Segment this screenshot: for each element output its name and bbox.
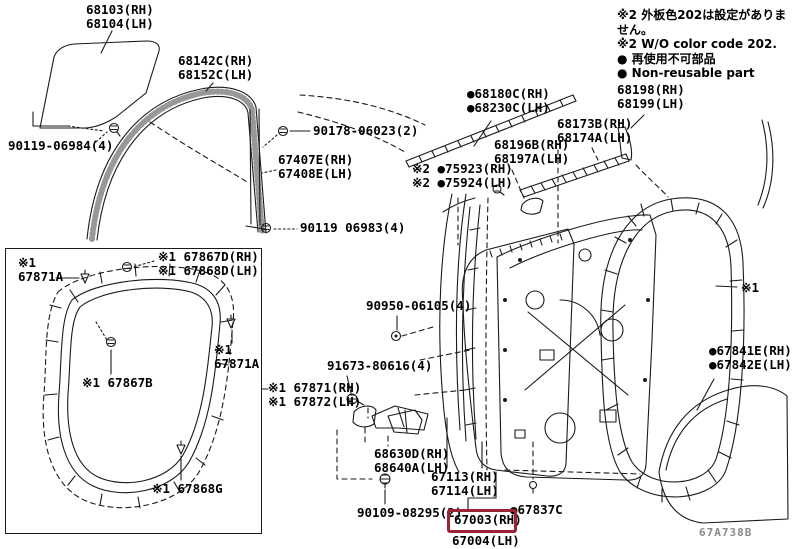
part-label-67004[interactable]: 67004(LH) — [452, 533, 520, 548]
corner-piece-drawing — [617, 114, 774, 209]
part-label-90109-08295[interactable]: 90109-08295(2) — [357, 505, 463, 520]
part-label-91673[interactable]: 91673-80616(4) — [327, 358, 433, 373]
legend-note-en-2: ● Non-reusable part — [617, 66, 755, 80]
highlight-box-67003 — [447, 509, 517, 533]
belt-molding-68173b-drawing — [519, 147, 630, 198]
leader-line — [446, 417, 483, 469]
part-label-67871[interactable]: ※1 67871(RH) ※1 67872(LH) — [268, 380, 362, 409]
part-label-68630d[interactable]: 68630D(RH) 68640A(LH) — [374, 446, 450, 475]
part-label-67841e[interactable]: ●67841E(RH) ●67842E(LH) — [709, 343, 792, 372]
part-label-90119-06984[interactable]: 90119-06984(4) — [8, 138, 114, 153]
part-label-weatherstrip-ref[interactable]: ※1 — [741, 280, 759, 295]
run-channel-drawing — [86, 82, 267, 242]
door-glass-drawing — [32, 30, 248, 183]
part-label-67868g[interactable]: ※1 67868G — [152, 481, 223, 496]
door-check-drawing — [367, 405, 429, 431]
part-label-75923[interactable]: ※2 ●75923(RH) ※2 ●75924(LH) — [412, 161, 513, 190]
part-label-67867d[interactable]: ※1 67867D(RH) ※1 67868D(LH) — [158, 249, 259, 278]
door-outer-panel-drawing — [461, 228, 575, 477]
part-label-67871a-right[interactable]: ※1 67871A — [214, 342, 260, 371]
screw-icon — [260, 222, 272, 234]
part-label-67867b[interactable]: ※1 67867B — [82, 375, 153, 390]
grommet-icon — [390, 330, 402, 342]
part-label-68198[interactable]: 68198(RH) 68199(LH) — [617, 82, 685, 111]
weatherstrip-ring-drawing — [600, 197, 745, 503]
screw-icon — [108, 122, 121, 137]
part-label-68196b[interactable]: 68196B(RH) 68197A(LH) — [494, 137, 570, 166]
part-label-67003[interactable]: 67003(RH) — [454, 512, 522, 527]
part-label-68180c[interactable]: ●68180C(RH) ●68230C(LH) — [467, 86, 550, 115]
diagram-code: 67A738B — [699, 526, 753, 539]
part-label-67407e[interactable]: 67407E(RH) 67408E(LH) — [278, 152, 354, 181]
body-quarter-drawing — [297, 94, 476, 473]
part-label-90119-06983[interactable]: 90119 06983(4) — [300, 220, 406, 235]
part-label-68173b[interactable]: 68173B(RH) 68174A(LH) — [557, 116, 633, 145]
clip-icon — [528, 480, 538, 494]
part-label-90178-06023[interactable]: 90178-06023(2) — [313, 123, 419, 138]
part-label-67837c[interactable]: ●67837C — [510, 502, 563, 517]
legend-notes: ※2 外板色202は設定がありません。 ※2 W/O color code 20… — [617, 8, 796, 81]
part-label-67871a-left[interactable]: ※1 67871A — [18, 255, 64, 284]
leader-line — [467, 471, 497, 510]
detail-inset-box — [5, 248, 262, 534]
legend-note-jp-2: ● 再使用不可部品 — [617, 51, 716, 66]
door-sash-drawing — [457, 197, 489, 471]
part-label-67113[interactable]: 67113(RH) 67114(LH) — [431, 469, 499, 498]
door-inner-panel-drawing — [496, 149, 657, 481]
pad-68196b-drawing — [511, 169, 544, 215]
leader-line — [401, 326, 434, 337]
hinge-drawing — [336, 405, 423, 480]
leader-line — [95, 131, 108, 143]
screw-icon — [277, 125, 289, 137]
leader-line — [346, 375, 352, 394]
quarter-glass-drawing — [658, 378, 789, 524]
part-label-68142c[interactable]: 68142C(RH) 68152C(LH) — [178, 53, 254, 82]
door-seal-loop-drawing — [42, 260, 236, 509]
legend-note-en-1: ※2 W/O color code 202. — [617, 37, 777, 51]
bolt-icon — [346, 393, 365, 406]
legend-note-jp-1: ※2 外板色202は設定がありません。 — [617, 8, 787, 37]
clip-icon — [492, 184, 505, 196]
part-label-68103[interactable]: 68103(RH) 68104(LH) — [86, 2, 154, 31]
part-label-90950-06105[interactable]: 90950-06105(4) — [366, 298, 472, 313]
bolt-icon — [379, 473, 391, 489]
belt-molding-68180c-drawing — [405, 94, 577, 168]
